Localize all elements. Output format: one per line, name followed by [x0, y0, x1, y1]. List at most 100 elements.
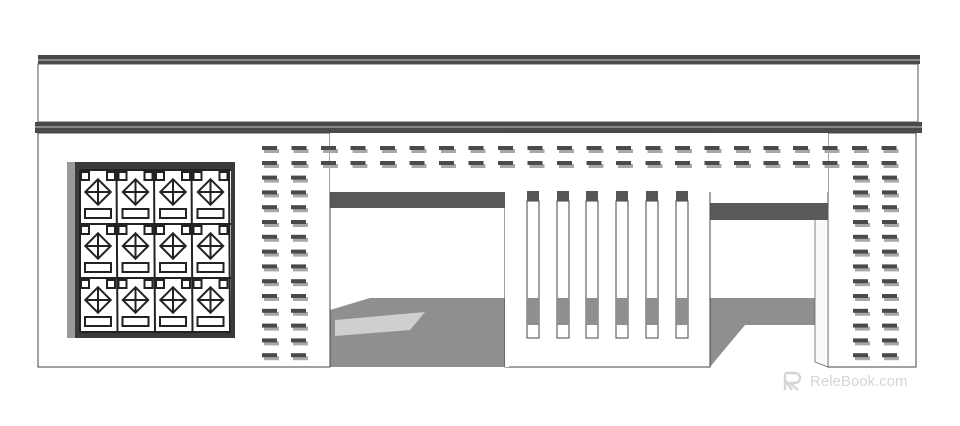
watermark: ReleBook.com — [782, 370, 908, 392]
brick-vent — [882, 220, 899, 227]
brick-vent — [882, 323, 899, 331]
brick-vent — [734, 161, 751, 168]
brick-vent — [853, 279, 870, 287]
frieze — [37, 63, 919, 123]
brick-vent — [468, 146, 486, 153]
brick-vent — [793, 161, 810, 168]
brick-vent — [882, 234, 899, 242]
brick-vent — [853, 264, 870, 272]
brick-vent — [291, 323, 308, 331]
brick-vent — [853, 323, 870, 331]
brick-vent — [586, 146, 604, 153]
brick-vent — [439, 161, 456, 168]
brick-vent — [853, 353, 870, 361]
brick-vent — [853, 190, 870, 198]
brick-vent — [262, 294, 279, 301]
brick-vent — [853, 175, 870, 183]
brick-vent — [291, 279, 308, 287]
brick-vent — [853, 249, 870, 257]
brick-vent — [675, 146, 692, 153]
relebook-logo-icon — [783, 371, 802, 391]
brick-vent — [291, 353, 308, 361]
right-wall — [827, 132, 917, 368]
brick-vent — [262, 190, 279, 198]
brick-vent — [291, 338, 308, 346]
lintel-left — [330, 192, 505, 208]
brick-vent — [557, 161, 574, 168]
brick-vent — [853, 294, 870, 301]
brick-vent — [350, 146, 368, 153]
brick-vent — [763, 146, 781, 153]
brick-vent — [527, 146, 545, 153]
brick-vent — [882, 308, 899, 316]
brick-vent — [291, 308, 308, 316]
brick-vent — [262, 323, 279, 331]
brick-vent — [498, 146, 515, 153]
brick-vent — [882, 205, 899, 213]
brick-vent — [645, 146, 663, 153]
brick-vent — [262, 308, 279, 316]
brick-vent — [262, 353, 279, 361]
brick-vent — [675, 161, 692, 168]
brick-vent — [704, 146, 722, 153]
brick-vents — [262, 146, 899, 361]
brick-vent — [262, 338, 279, 346]
brick-vent — [291, 205, 308, 213]
brick-vent — [321, 161, 338, 168]
brick-vent — [616, 161, 633, 168]
watermark-text: ReleBook.com — [810, 372, 908, 390]
brick-vent — [882, 338, 899, 346]
slot — [556, 191, 570, 339]
brick-vent — [498, 161, 515, 168]
brick-vent — [853, 234, 870, 242]
brick-vent — [763, 161, 781, 168]
brick-vent — [882, 264, 899, 272]
brick-vent — [262, 146, 279, 153]
lintel-right — [710, 203, 828, 220]
brick-vent — [321, 146, 338, 153]
brick-vent — [291, 146, 309, 153]
brick-vent — [852, 161, 869, 168]
vertical-slots — [526, 191, 689, 339]
brick-vent — [350, 161, 368, 168]
brick-vent — [291, 294, 308, 301]
brick-vent — [586, 161, 604, 168]
upper-wall — [330, 133, 828, 192]
brick-vent — [409, 161, 427, 168]
brick-vent — [882, 353, 899, 361]
brick-vent — [291, 249, 308, 257]
brick-vent — [291, 175, 308, 183]
brick-vent — [527, 161, 545, 168]
brick-vent — [262, 249, 279, 257]
brick-vent — [822, 161, 840, 168]
brick-vent — [262, 175, 279, 183]
brick-vent — [853, 220, 870, 227]
brick-vent — [645, 161, 663, 168]
brick-vent — [380, 161, 397, 168]
brick-vent — [853, 338, 870, 346]
slot — [675, 191, 689, 339]
brick-vent — [262, 279, 279, 287]
brick-vent — [734, 146, 751, 153]
brick-vent — [616, 146, 633, 153]
brick-vent — [853, 308, 870, 316]
brick-vent — [439, 146, 456, 153]
brick-vent — [291, 161, 309, 168]
slot — [645, 191, 659, 339]
brick-vent — [380, 146, 397, 153]
brick-vent — [881, 161, 899, 168]
brick-vent — [852, 146, 869, 153]
brick-vent — [262, 161, 279, 168]
brick-vent — [291, 190, 308, 198]
slot — [615, 191, 629, 339]
brick-vent — [882, 294, 899, 301]
brick-vent — [704, 161, 722, 168]
brick-vent — [262, 205, 279, 213]
brick-vent — [468, 161, 486, 168]
brick-vent — [853, 205, 870, 213]
brick-vent — [793, 146, 810, 153]
slot — [526, 191, 540, 339]
slot — [585, 191, 599, 339]
brick-vent — [882, 279, 899, 287]
